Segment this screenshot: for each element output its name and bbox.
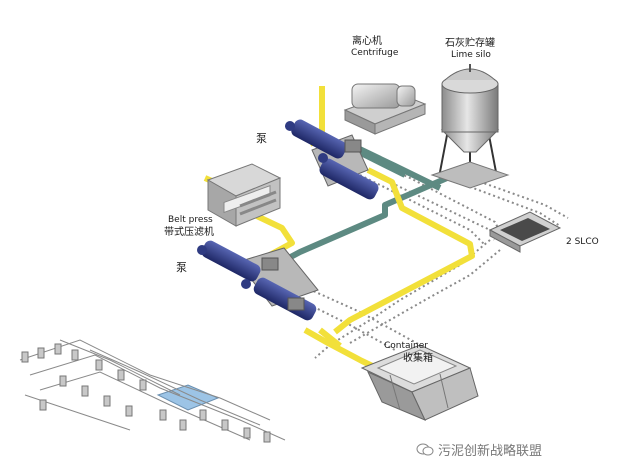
lime-silo (430, 64, 510, 189)
watermark: 污泥创新战略联盟 (416, 440, 542, 459)
belt-press-label-cn: 带式压滤机 (164, 227, 214, 238)
belt-press (206, 163, 282, 227)
lime-silo-label-cn: 石灰贮存罐 (445, 38, 495, 49)
container-label-cn: 收集箱 (403, 353, 433, 364)
centrifuge (343, 83, 427, 135)
container-label-en: Container (384, 341, 428, 351)
lime-silo-label-en: Lime silo (451, 50, 491, 60)
bottom-pump-assembly (197, 240, 319, 321)
plant-overview-inset (19, 339, 286, 443)
top-pump-assembly (285, 119, 379, 200)
sludge-line (203, 86, 475, 375)
control-panel (488, 211, 562, 253)
watermark-text: 污泥创新战略联盟 (438, 444, 543, 459)
centrifuge-label-cn: 离心机 (352, 36, 382, 47)
lime-line (283, 139, 472, 263)
centrifuge-label-en: Centrifuge (351, 48, 399, 58)
belt-press-label-en: Belt press (168, 215, 213, 225)
container (360, 344, 479, 421)
wechat-icon (416, 443, 434, 456)
pump-top-label: 泵 (256, 132, 267, 145)
slco-label: 2 SLCO (566, 237, 599, 247)
pump-bottom-label: 泵 (176, 261, 187, 274)
